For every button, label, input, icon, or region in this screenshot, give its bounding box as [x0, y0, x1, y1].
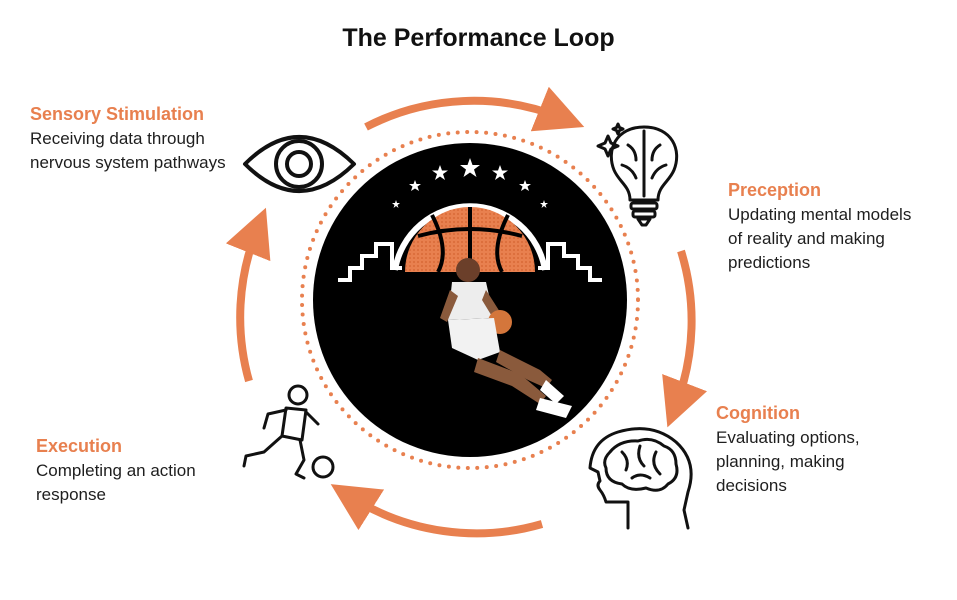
- arrow-sensory-to-perception: [364, 86, 585, 132]
- stage-description: Completing an action response: [36, 461, 196, 504]
- stage-description: Updating mental models of reality and ma…: [728, 205, 912, 272]
- arrow-execution-to-sensory: [225, 207, 271, 383]
- eye-icon: [243, 135, 356, 193]
- basketball-icon: [405, 207, 535, 273]
- arrow-perception-to-cognition: [662, 249, 708, 428]
- stage-heading: Preception: [728, 180, 822, 200]
- arrow-cognition-to-execution: [330, 484, 544, 538]
- dotted-ring: [300, 130, 640, 470]
- diagram-title: The Performance Loop: [342, 24, 615, 52]
- basketball-player-figure: [440, 258, 572, 418]
- basketball-emblem: [338, 158, 602, 418]
- stage-description: Receiving data through nervous system pa…: [30, 129, 226, 172]
- stage-heading: Execution: [36, 436, 123, 456]
- stage-heading: Cognition: [716, 403, 800, 423]
- stage-heading: Sensory Stimulation: [30, 104, 205, 124]
- lightbulb-brain-icon: [596, 122, 679, 227]
- star-icons: [392, 158, 548, 208]
- head-brain-icon: [588, 427, 693, 530]
- stage-perception: Preception Updating mental models of rea…: [728, 180, 928, 275]
- soccer-player-icon: [242, 384, 335, 480]
- stage-execution: Execution Completing an action response: [36, 436, 236, 507]
- stage-sensory-stimulation: Sensory Stimulation Receiving data throu…: [30, 104, 230, 175]
- stage-cognition: Cognition Evaluating options, planning, …: [716, 403, 916, 498]
- stage-description: Evaluating options, planning, making dec…: [716, 428, 860, 495]
- loop-arrows: [225, 86, 708, 538]
